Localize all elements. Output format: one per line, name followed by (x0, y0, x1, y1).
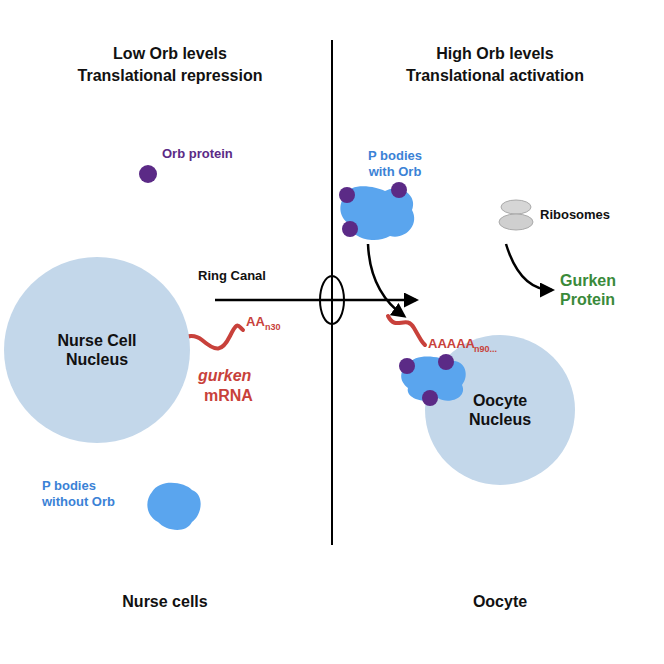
orb-protein-dot (422, 390, 438, 406)
p-body (147, 483, 200, 530)
translation-arrow (506, 244, 552, 290)
protein-product-label: Gurken Protein (560, 271, 632, 309)
ring-canal-label: Ring Canal (198, 268, 266, 284)
nucleus-circle: Oocyte Nucleus (425, 335, 575, 485)
orb-protein-dot (391, 182, 407, 198)
gurken-mrna (388, 316, 425, 345)
orb-protein-dot (139, 165, 157, 183)
section-heading: High Orb levels (436, 44, 553, 63)
transport-arrow (215, 299, 416, 302)
nucleus-label: Oocyte Nucleus (455, 391, 545, 429)
ribosome-label: Ribosomes (540, 207, 610, 223)
ring-canal (320, 276, 344, 324)
orb-protein-dot (399, 358, 415, 374)
divider-line (331, 40, 333, 545)
cell-label: Oocyte (473, 592, 527, 611)
section-heading: Translational repression (78, 66, 263, 85)
nucleus-label: Nurse Cell Nucleus (47, 331, 147, 369)
polya-tail: AAAAA (428, 336, 475, 352)
p-body-label: P bodies without Orb (42, 478, 138, 509)
section-heading: Low Orb levels (113, 44, 227, 63)
gene-name: gurken (198, 366, 251, 385)
cell-label: Nurse cells (122, 592, 207, 611)
orb-protein-dot (339, 187, 355, 203)
curved-arrow (368, 244, 404, 316)
protein-label: Orb protein (162, 146, 233, 162)
polya-subscript: n90... (474, 344, 497, 355)
ribosome-subunit (499, 214, 533, 230)
p-body-orb (401, 357, 466, 401)
ribosome-subunit (501, 200, 531, 214)
polya-subscript: n30 (265, 322, 281, 333)
polya-tail: AA (246, 314, 265, 330)
orb-protein-dot (438, 354, 454, 370)
orb-protein-dot (342, 221, 358, 237)
p-body-label: P bodies with Orb (362, 148, 428, 179)
p-body-orb (340, 186, 414, 240)
mrna-label: mRNA (204, 386, 253, 405)
nucleus-circle: Nurse Cell Nucleus (4, 257, 190, 443)
section-heading: Translational activation (406, 66, 584, 85)
